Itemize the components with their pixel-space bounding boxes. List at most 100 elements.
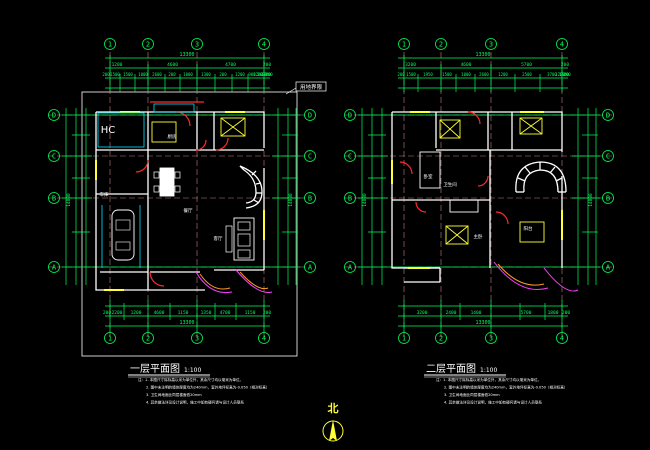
bottom-dim: 5700 [521, 310, 532, 316]
axis-letter-right-1-A-circle [304, 261, 316, 273]
right-total-dim: 14800 [588, 193, 594, 207]
room-label: 餐厅 [184, 207, 193, 214]
bottom-dim: 1350 [201, 310, 212, 316]
room-label: 厨房 [168, 133, 177, 140]
axis-letter-right-2-C-circle [602, 150, 614, 162]
axis-number-top-2-4: 4 [560, 41, 564, 49]
hc-room-box [97, 112, 145, 148]
bedroom-beds [439, 117, 545, 245]
balcony-curve-right [543, 267, 579, 292]
room-label: 客厅 [214, 235, 223, 242]
axis-number-bottom-1-1: 1 [108, 335, 112, 343]
north-label: 北 [328, 401, 339, 415]
top-sub-dim: 1500 [559, 72, 569, 77]
axis-number-bottom-1-2: 2 [146, 335, 150, 343]
axis-letter-left-2-B-circle [344, 192, 356, 204]
top-total-dim: 13300 [475, 52, 490, 58]
top-sub-dim: 2600 [479, 72, 489, 77]
axis-number-bottom-2-4-circle [556, 332, 568, 344]
bottom-dim: 200 [103, 310, 111, 316]
top-sub-dim: 1200 [253, 72, 263, 77]
bottom-dim: 3200 [417, 310, 428, 316]
bottom-total-dim: 13300 [179, 320, 194, 326]
window-marks-2 [391, 111, 563, 269]
axis-letter-right-1-C: C [308, 153, 312, 161]
top-sub-dim: 1500 [123, 72, 133, 77]
axis-letter-right-2-B-circle [602, 192, 614, 204]
axis-number-top-1-4-circle [258, 38, 270, 50]
axis-letter-left-1-C-circle [48, 150, 60, 162]
top-sub-dim: 1200 [498, 72, 508, 77]
plan-scale: 1:100 [184, 367, 201, 374]
top-sub-dim: 200 [168, 72, 176, 77]
axis-number-top-1-2: 2 [146, 41, 150, 49]
north-arrow-icon [322, 420, 344, 442]
bottom-total-dim: 13300 [475, 320, 490, 326]
room-label: HC [101, 125, 116, 136]
site-boundary [81, 91, 298, 357]
axis-number-top-2-3: 3 [489, 41, 493, 49]
top-sub-dim: 2600 [257, 72, 267, 77]
plan-title: 二层平面图 [426, 363, 476, 375]
axis-letter-right-1-B-circle [304, 192, 316, 204]
room-label: 车库 [100, 191, 109, 198]
axis-letter-right-2-C: C [606, 153, 610, 161]
axis-letter-right-1-D-circle [304, 109, 316, 121]
living-sofa-set [225, 217, 255, 261]
bottom-dim: 4600 [154, 310, 165, 316]
note-line: 2. 图中未注明的墙体厚度均为240mm，室外地坪标高为-0.050（相对标高） [444, 385, 567, 390]
room-label: 卧室 [424, 173, 433, 180]
side-dimension-lines [62, 108, 300, 285]
garage-car [111, 209, 135, 261]
axis-number-top-2-2-circle [435, 38, 447, 50]
axis-number-bottom-1-2-circle [142, 332, 154, 344]
note-line: 注：1. 本图尺寸除标高以米为单位外，其余尺寸均以毫米为单位。 [138, 377, 243, 382]
top-sub-dim: 1500 [110, 72, 120, 77]
axis-letter-left-1-C: C [52, 153, 56, 161]
axis-letter-right-1-A: A [308, 264, 313, 272]
axis-number-top-1-1-circle [104, 38, 116, 50]
axis-number-bottom-1-3-circle [191, 332, 203, 344]
balcony-curve [493, 261, 549, 290]
axis-letter-left-2-C: C [348, 153, 352, 161]
axis-letter-right-2-A: A [606, 264, 611, 272]
top-sub-dim: 200 [265, 72, 273, 77]
axis-number-top-2-3-circle [485, 38, 497, 50]
top-sub-dim: 900 [248, 72, 256, 77]
top-sub-dim: 1500 [406, 72, 416, 77]
axis-number-top-2-1-circle [398, 38, 410, 50]
axis-letter-right-1-C-circle [304, 150, 316, 162]
axis-number-bottom-1-4: 4 [262, 335, 266, 343]
top-sub-dim: 1000 [183, 72, 193, 77]
axis-number-top-2-1: 1 [402, 41, 406, 49]
plan-title: 一层平面图 [130, 363, 180, 375]
top-sub-dim: 2600 [152, 72, 162, 77]
top-dim: 4700 [225, 62, 236, 68]
bottom-dim: 2200 [112, 310, 123, 316]
axis-number-top-1-3-circle [191, 38, 203, 50]
axis-letter-left-2-D-circle [344, 109, 356, 121]
top-sub-dim: 3700 [547, 72, 557, 77]
bottom-dim: 2400 [446, 310, 457, 316]
axis-number-bottom-2-3: 3 [489, 335, 493, 343]
top-sub-dim: 1200 [235, 72, 245, 77]
axis-number-bottom-2-1-circle [398, 332, 410, 344]
top-dim: 4600 [461, 62, 472, 68]
bottom-dim: 200 [263, 310, 271, 316]
axis-letter-left-1-B: B [52, 195, 56, 203]
axis-letter-left-2-A: A [348, 264, 353, 272]
bay-window-right-inner [239, 271, 269, 290]
axis-number-top-1-4: 4 [262, 41, 266, 49]
callout-box [295, 81, 327, 92]
bottom-dimension-lines-2 [398, 300, 568, 332]
axis-letter-left-1-A-circle [48, 261, 60, 273]
axis-letter-right-2-D: D [606, 112, 610, 120]
axis-number-top-2-4-circle [556, 38, 568, 50]
top-sub-dim: 200 [219, 72, 227, 77]
bottom-dimension-lines [105, 300, 270, 332]
note-line: 3. 卫生间地面比同层楼面低20mm [444, 392, 500, 397]
window-marks [95, 111, 265, 291]
annotation-box [153, 103, 195, 113]
